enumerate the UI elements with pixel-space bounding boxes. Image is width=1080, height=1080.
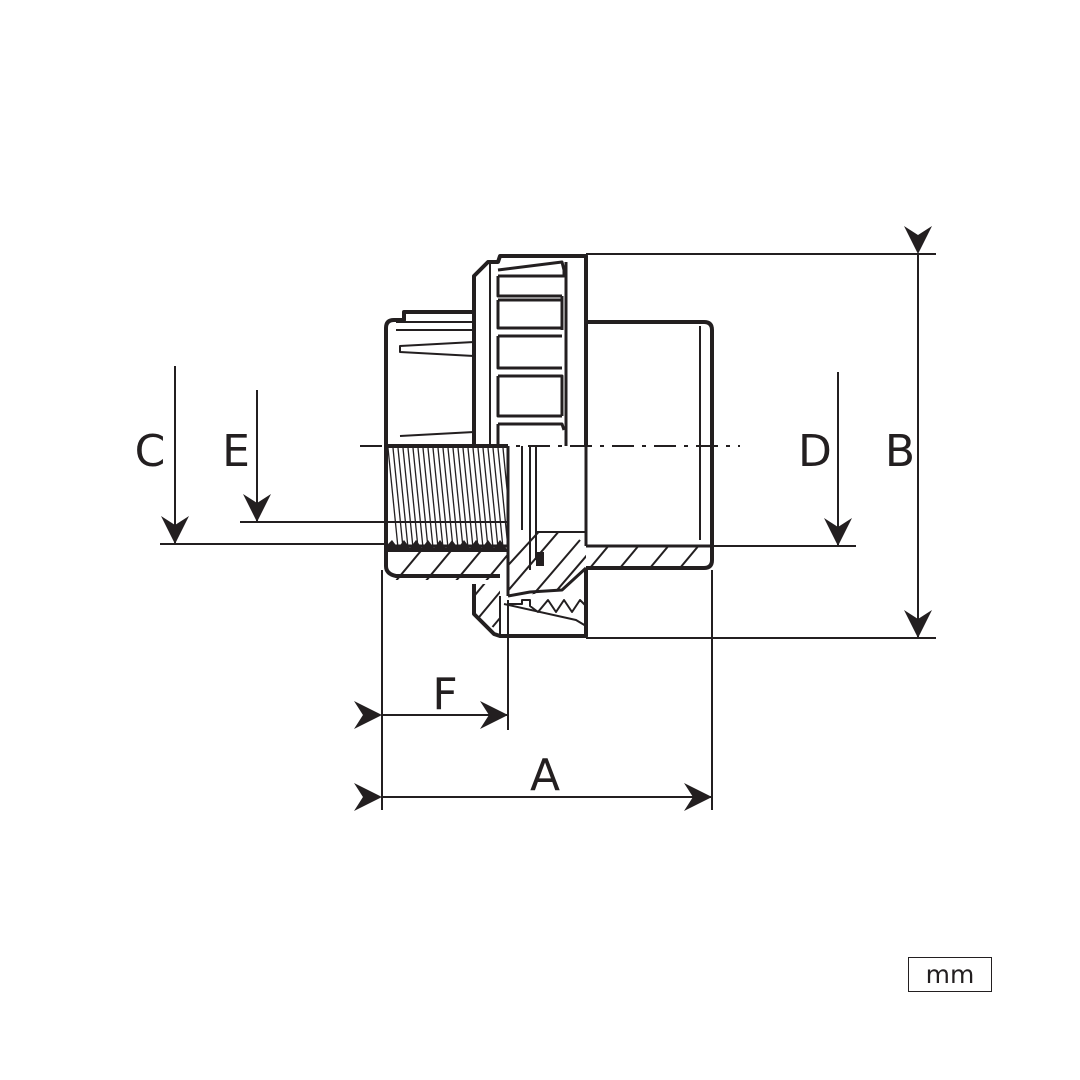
internal-thread [387,447,508,548]
union-nut-outline [472,254,588,446]
dim-label-a: A [530,750,560,801]
dim-label-b: B [885,426,915,477]
union-nut-lower [472,568,588,638]
dim-label-f: F [432,669,457,720]
right-socket-outline [586,320,714,570]
left-end-outline [384,310,508,448]
dim-label-d: D [798,426,832,477]
unit-label: mm [908,957,992,992]
dimension-lines [160,226,936,811]
dim-label-e: E [222,426,250,477]
thread-teeth [386,540,508,552]
section-hatching [386,532,710,632]
left-end-lower [384,446,500,578]
dim-label-c: C [135,426,166,477]
